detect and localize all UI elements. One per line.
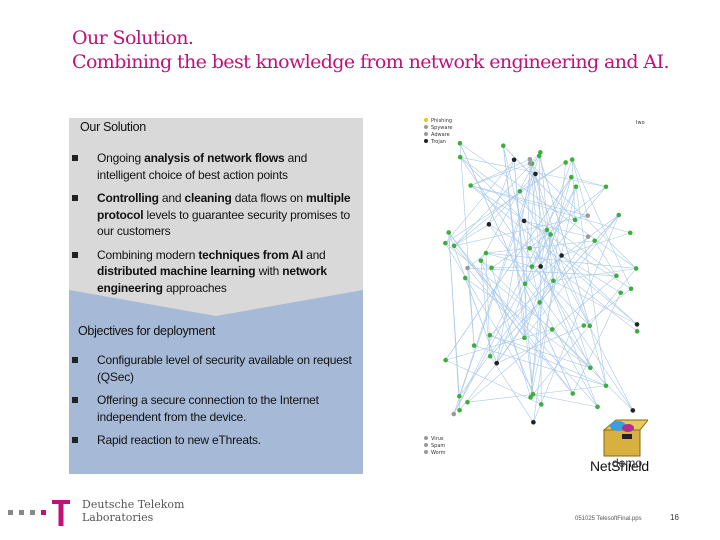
svg-text:Phishing: Phishing — [431, 118, 452, 124]
solution-bullet: Ongoing analysis of network flows and in… — [68, 150, 358, 183]
svg-text:Spyware: Spyware — [431, 125, 452, 131]
company-name: Deutsche Telekom Laboratories — [82, 498, 184, 524]
demo-label: demo — [612, 456, 643, 470]
solution-bullets: Ongoing analysis of network flows and in… — [68, 150, 358, 296]
page-number: 16 — [670, 513, 679, 522]
netshield-label: NetShield — [590, 458, 649, 474]
slide-title: Our Solution. Combining the best knowled… — [72, 26, 670, 74]
objective-bullet: Configurable level of security available… — [68, 352, 358, 385]
solution-bullet: Combining modern techniques from AI and … — [68, 247, 358, 297]
svg-text:Virus: Virus — [431, 436, 444, 442]
company-line-2: Laboratories — [82, 511, 154, 524]
legend-top: Phishing Spyware Adware Trojan — [424, 118, 452, 145]
graph-corner-label: Iwo — [636, 120, 645, 126]
solution-heading: Our Solution — [80, 120, 146, 134]
footer-filename: 051025 TelesoftFinal.pps — [575, 516, 642, 522]
objective-bullet: Rapid reaction to new eThreats. — [68, 432, 358, 449]
network-graph-image: Phishing Spyware Adware Trojan Iwo Virus… — [414, 112, 654, 464]
objectives-bullets: Configurable level of security available… — [68, 352, 358, 456]
legend-bottom: Virus Spam Worm — [424, 436, 446, 456]
logo-dots — [8, 510, 46, 515]
svg-text:Worm: Worm — [431, 450, 446, 456]
objective-bullet: Offering a secure connection to the Inte… — [68, 392, 358, 425]
company-line-1: Deutsche Telekom — [82, 498, 185, 511]
title-line-1: Our Solution. — [72, 27, 194, 49]
svg-text:Adware: Adware — [431, 132, 450, 138]
netshield-box-icon — [602, 419, 648, 457]
svg-text:Spam: Spam — [431, 443, 445, 449]
solution-panel — [69, 118, 363, 290]
solution-bullet: Controlling and cleaning data flows on m… — [68, 190, 358, 240]
telekom-t-logo — [52, 500, 70, 526]
objectives-heading: Objectives for deployment — [78, 324, 216, 338]
svg-text:Trojan: Trojan — [430, 139, 446, 145]
objectives-panel — [69, 290, 363, 474]
title-line-2: Combining the best knowledge from networ… — [72, 51, 670, 73]
